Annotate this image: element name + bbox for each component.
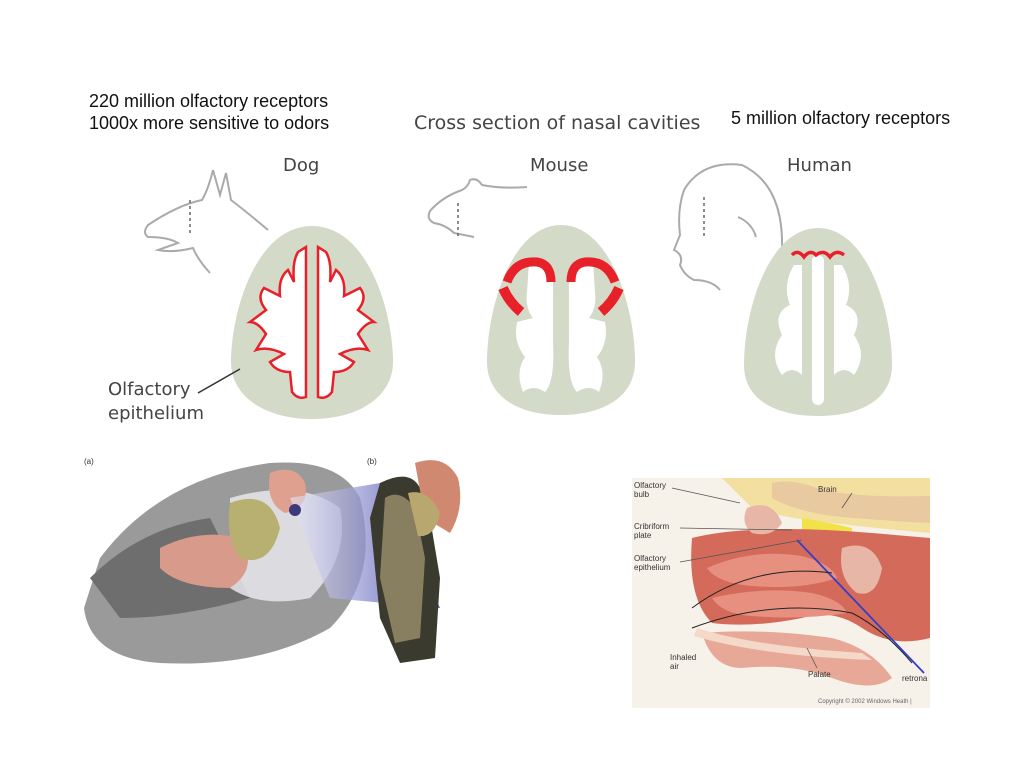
olfactory-pointer-line: [197, 368, 241, 394]
dog-cross-section: [231, 226, 393, 419]
dog-head-outline: [144, 169, 269, 274]
mouse-outline: [427, 178, 528, 239]
olfactory-bulb-line1: Olfactory: [634, 481, 667, 490]
anatomy-epithelium-label: Olfactory epithelium: [634, 554, 670, 572]
inhaled-air-label: Inhaled air: [670, 653, 696, 671]
cross-section-title: Cross section of nasal cavities: [414, 112, 701, 134]
dog-receptor-count: 220 million olfactory receptors: [89, 91, 329, 111]
olfactory-epithelium-label: Olfactory epithelium: [108, 378, 204, 426]
human-nasal-anatomy: [632, 478, 930, 708]
olfactory-label-line1: Olfactory: [108, 379, 191, 400]
human-title: Human: [787, 155, 852, 176]
olfactory-bulb-line2: bulb: [634, 490, 650, 499]
olfactory-bulb-label: Olfactory bulb: [634, 481, 666, 499]
retronasal-label: retrona: [902, 674, 928, 683]
mouse-cross-section: [487, 225, 635, 415]
render-label-a: (a): [84, 457, 94, 466]
dog-head-3d-render: [84, 460, 461, 664]
dog-caption: 220 million olfactory receptors 1000x mo…: [89, 90, 329, 134]
cribriform-plate-label: Cribriform plate: [634, 522, 669, 540]
dog-sensitivity: 1000x more sensitive to odors: [89, 113, 330, 133]
cribriform-line1: Cribriform: [634, 522, 670, 531]
render-label-b: (b): [367, 457, 377, 466]
olfactory-label-line2: epithelium: [108, 403, 204, 424]
dog-title: Dog: [283, 155, 320, 176]
anatomy-epithelium-line1: Olfactory: [634, 554, 667, 563]
brain-label: Brain: [818, 485, 837, 494]
inhaled-line1: Inhaled: [670, 653, 697, 662]
mouse-title: Mouse: [530, 155, 589, 176]
human-cross-section: [744, 228, 892, 416]
copyright-text: Copyright © 2002 Windows Heath |: [818, 699, 912, 705]
human-receptor-count: 5 million olfactory receptors: [731, 108, 951, 128]
palate-label: Palate: [808, 670, 831, 679]
cribriform-line2: plate: [634, 531, 652, 540]
anatomy-epithelium-line2: epithelium: [634, 563, 671, 572]
inhaled-line2: air: [670, 662, 679, 671]
human-outline: [672, 163, 784, 291]
